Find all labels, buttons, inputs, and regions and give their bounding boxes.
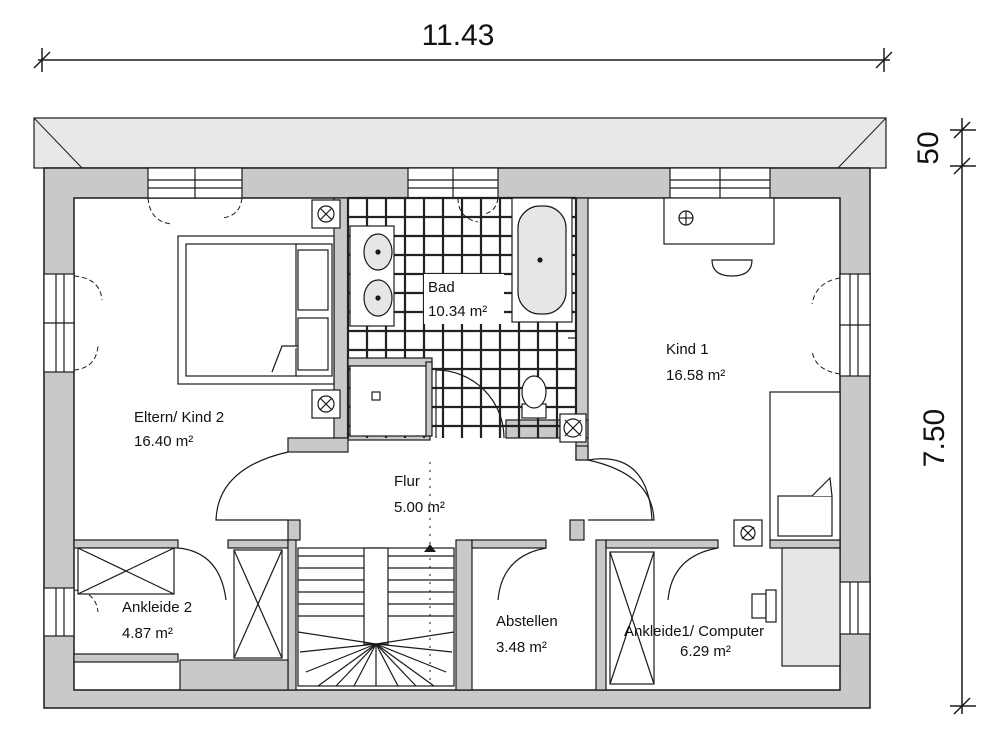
room-area: 10.34 m² (428, 303, 487, 320)
dimension-width (33, 48, 893, 72)
room-name: Flur (394, 473, 420, 490)
staircase (297, 547, 455, 687)
room-area: 16.58 m² (666, 367, 725, 384)
dimension-depth (950, 118, 976, 715)
room-bad: Bad 10.34 m² (424, 274, 504, 324)
door-swings (177, 451, 719, 601)
room-name: Ankleide1/ Computer (624, 623, 764, 640)
room-name: Ankleide 2 (122, 599, 192, 616)
bathroom-fixtures (349, 197, 587, 443)
computer-desk-icon (751, 547, 841, 667)
room-kind1: Kind 1 16.58 m² (666, 341, 725, 384)
room-area: 5.00 m² (394, 499, 445, 516)
desk-icon (663, 197, 775, 277)
room-area: 6.29 m² (680, 643, 731, 660)
room-area: 16.40 m² (134, 433, 193, 450)
wardrobes (77, 547, 655, 685)
room-abstellen: Abstellen 3.48 m² (496, 613, 558, 656)
dimension-overhang-label: 50 (912, 131, 945, 164)
dimension-depth-label: 7.50 (918, 409, 951, 467)
room-eltern: Eltern/ Kind 2 16.40 m² (134, 409, 224, 450)
roof-overhang (33, 117, 887, 169)
room-area: 3.48 m² (496, 639, 547, 656)
bathroom-door (435, 369, 505, 439)
nightstand-icon (311, 199, 341, 419)
room-name: Abstellen (496, 613, 558, 630)
room-ankleide2: Ankleide 2 4.87 m² (122, 599, 192, 642)
room-flur: Flur 5.00 m² (394, 473, 445, 516)
room-name: Eltern/ Kind 2 (134, 409, 224, 426)
bathroom-partition (347, 357, 433, 437)
interior-walls (73, 197, 841, 691)
dimension-width-label: 11.43 (422, 19, 495, 52)
room-ankleide1: Ankleide1/ Computer 6.29 m² (624, 623, 764, 660)
room-name: Kind 1 (666, 341, 709, 358)
room-name: Bad (428, 279, 455, 296)
stair-arrow-icon (424, 544, 436, 552)
double-bed-icon (177, 235, 335, 385)
room-area: 4.87 m² (122, 625, 173, 642)
single-bed-icon (733, 391, 841, 547)
windows (43, 167, 871, 637)
